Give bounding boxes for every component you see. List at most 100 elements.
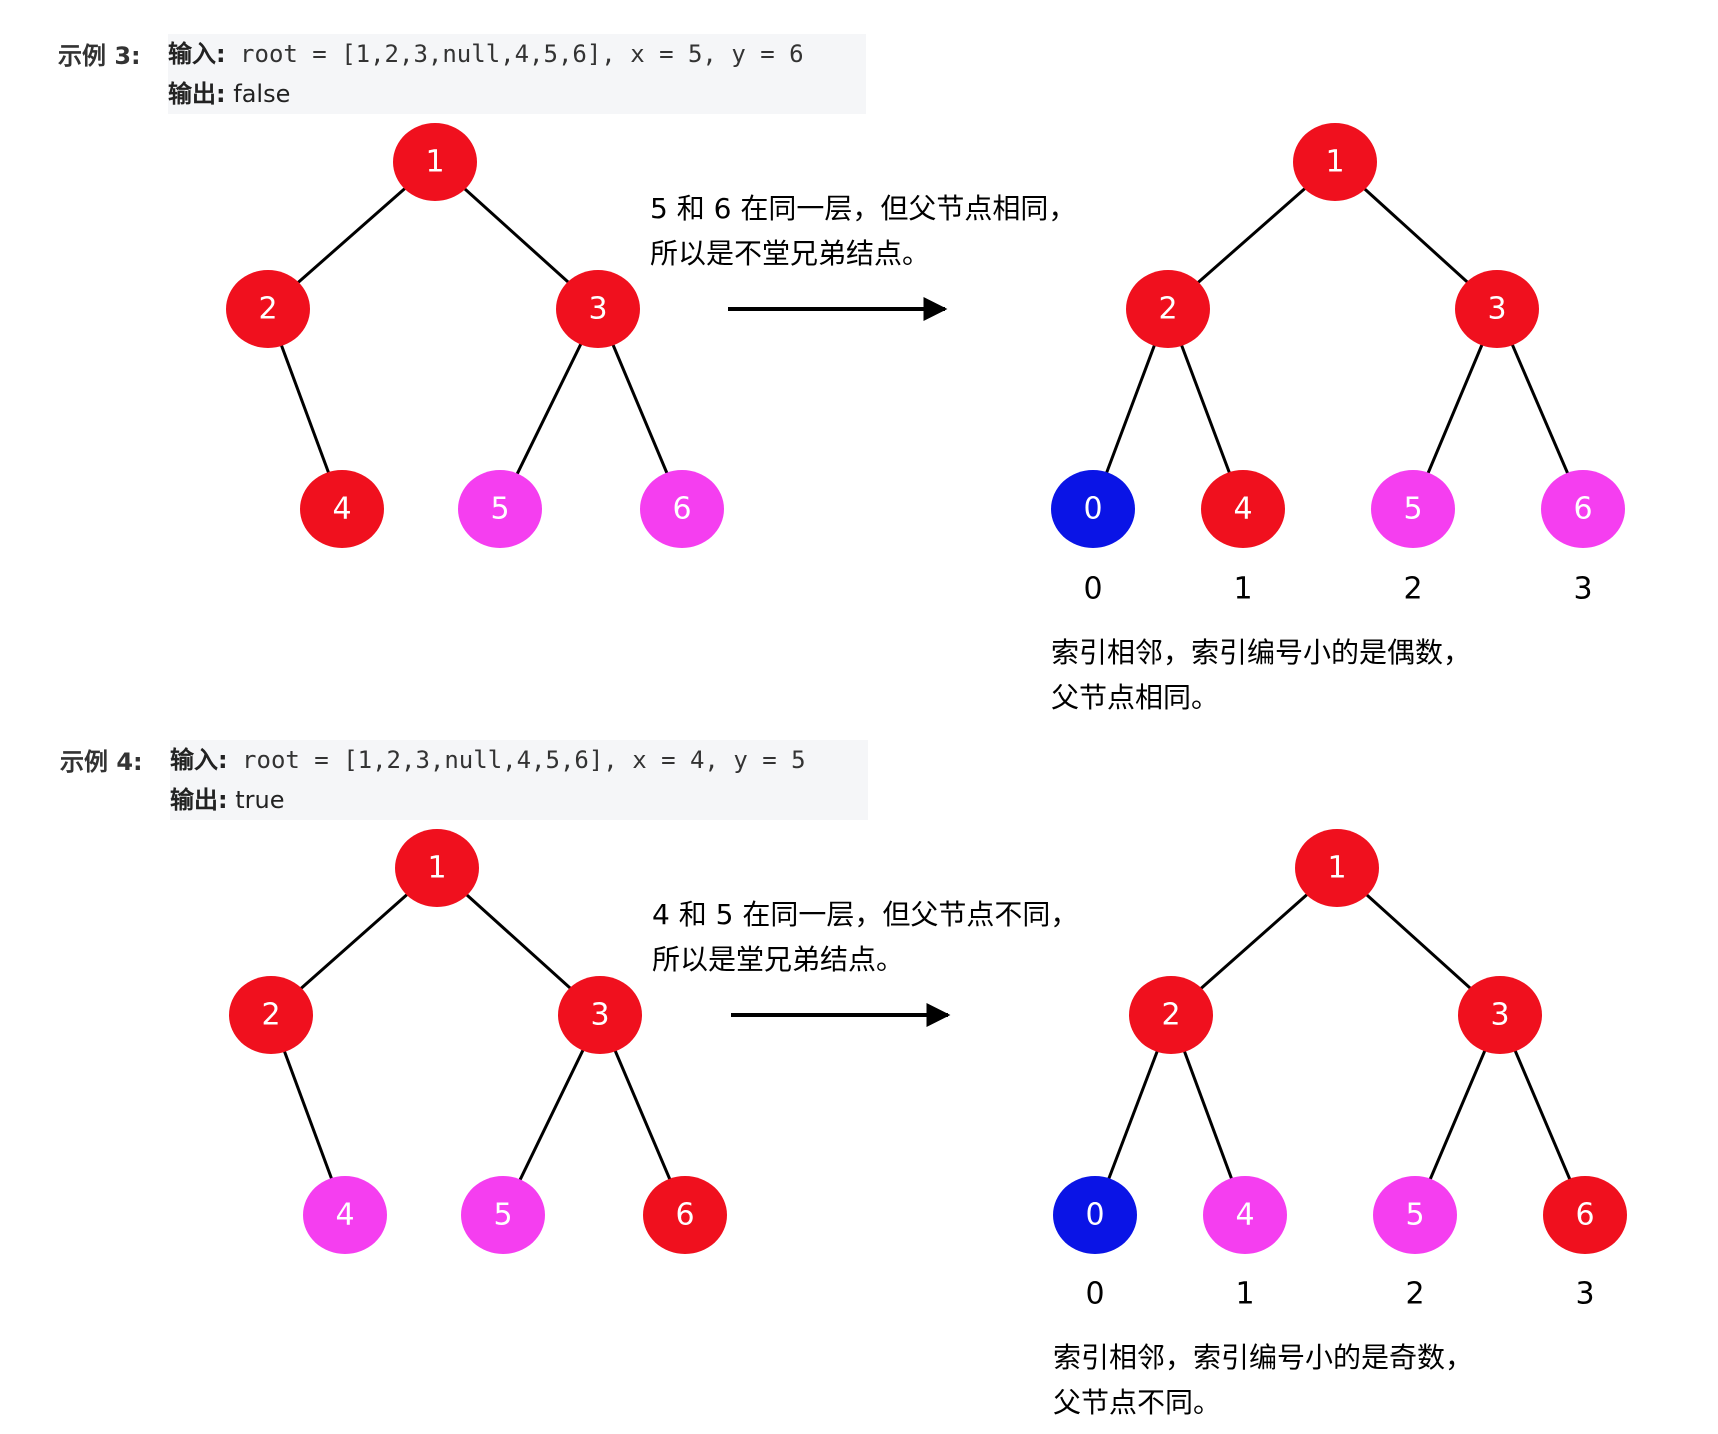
tree-node-value: 1: [425, 145, 444, 180]
tree-node-value: 6: [675, 1198, 694, 1233]
tree-node-value: 2: [258, 292, 277, 327]
example-4-code-block: 输入: root = [1,2,3,null,4,5,6], x = 4, y …: [170, 740, 868, 820]
tree-node-leaf: 6: [1541, 470, 1625, 548]
tree-node-circle: [643, 1176, 727, 1254]
index-label: 1: [1235, 1277, 1254, 1312]
tree-node-right: 3: [556, 270, 640, 348]
example-4-note-line-2: 所以是堂兄弟结点。: [652, 943, 904, 976]
example-3-note-line-1: 5 和 6 在同一层，但父节点相同，: [650, 192, 1076, 225]
tree-node-circle: [300, 470, 384, 548]
tree-node-value: 1: [1325, 145, 1344, 180]
tree-node-value: 3: [1490, 998, 1509, 1033]
example-3-left-tree: 1 2 3 4 5 6: [226, 123, 724, 548]
tree-node-value: 1: [427, 851, 446, 886]
tree-node-value: 4: [335, 1198, 354, 1233]
tree-node-circle: [1373, 1176, 1457, 1254]
tree-node-value: 5: [1405, 1198, 1424, 1233]
tree-node-value: 0: [1085, 1198, 1104, 1233]
tree-node-circle: [229, 976, 313, 1054]
tree-node-value: 2: [261, 998, 280, 1033]
example-3-note-line-2: 所以是不堂兄弟结点。: [650, 237, 930, 270]
example-4-label: 示例 4:: [60, 748, 143, 776]
index-label: 1: [1233, 572, 1252, 607]
tree-node-leaf: 4: [1201, 470, 1285, 548]
tree-node-value: 6: [1575, 1198, 1594, 1233]
tree-node-circle: [1541, 470, 1625, 548]
tree-node-value: 4: [332, 492, 351, 527]
tree-node-root: 1: [1295, 829, 1379, 907]
tree-node-leaf: 5: [1371, 470, 1455, 548]
input-code: root = [1,2,3,null,4,5,6], x = 4, y = 5: [227, 746, 806, 774]
example-3-caption-line-1: 索引相邻，索引编号小的是偶数，: [1051, 636, 1471, 669]
index-label: 3: [1573, 572, 1592, 607]
tree-node-circle: [395, 829, 479, 907]
tree-node-leaf: 5: [461, 1176, 545, 1254]
tree-node-circle: [303, 1176, 387, 1254]
tree-node-circle: [1051, 470, 1135, 548]
example-4-input-row: 输入: root = [1,2,3,null,4,5,6], x = 4, y …: [170, 740, 868, 780]
tree-node-leaf: 6: [643, 1176, 727, 1254]
index-label: 0: [1083, 572, 1102, 607]
tree-node-value: 4: [1235, 1198, 1254, 1233]
example-3-code-block: 输入: root = [1,2,3,null,4,5,6], x = 5, y …: [168, 34, 866, 114]
tree-node-value: 3: [590, 998, 609, 1033]
tree-node-value: 4: [1233, 492, 1252, 527]
tree-node-value: 3: [588, 292, 607, 327]
tree-node-right: 3: [1458, 976, 1542, 1054]
tree-node-circle: [458, 470, 542, 548]
tree-node-leaf: 4: [303, 1176, 387, 1254]
tree-node-circle: [1053, 1176, 1137, 1254]
index-label: 2: [1403, 572, 1422, 607]
tree-node-leaf: 5: [458, 470, 542, 548]
tree-node-circle: [1371, 470, 1455, 548]
tree-node-circle: [556, 270, 640, 348]
example-4-left-tree: 1 2 3 4 5 6: [229, 829, 727, 1254]
output-key: 输出:: [170, 786, 228, 814]
input-code: root = [1,2,3,null,4,5,6], x = 5, y = 6: [225, 40, 804, 68]
tree-node-left: 2: [226, 270, 310, 348]
tree-node-root: 1: [1293, 123, 1377, 201]
tree-node-circle: [1458, 976, 1542, 1054]
tree-node-root: 1: [395, 829, 479, 907]
tree-node-leaf: 4: [300, 470, 384, 548]
output-value: true: [227, 786, 285, 814]
index-label: 2: [1405, 1277, 1424, 1312]
tree-node-left: 2: [1126, 270, 1210, 348]
example-3-right-tree: 1 2 3 0 4 5 6 0 1 2 3: [1051, 123, 1625, 607]
tree-node-circle: [1295, 829, 1379, 907]
tree-node-value: 5: [493, 1198, 512, 1233]
tree-node-circle: [1293, 123, 1377, 201]
tree-node-value: 6: [1573, 492, 1592, 527]
input-key: 输入:: [170, 746, 228, 774]
example-3-input-row: 输入: root = [1,2,3,null,4,5,6], x = 5, y …: [168, 34, 866, 74]
example-4-note-line-1: 4 和 5 在同一层，但父节点不同，: [652, 898, 1078, 931]
tree-node-left: 2: [1129, 976, 1213, 1054]
tree-node-circle: [640, 470, 724, 548]
tree-node-value: 5: [490, 492, 509, 527]
tree-node-value: 6: [672, 492, 691, 527]
tree-node-value: 5: [1403, 492, 1422, 527]
tree-node-right: 3: [558, 976, 642, 1054]
tree-node-circle: [558, 976, 642, 1054]
tree-node-circle: [1203, 1176, 1287, 1254]
tree-node-value: 3: [1487, 292, 1506, 327]
output-value: false: [225, 80, 291, 108]
output-key: 输出:: [168, 80, 226, 108]
index-label: 3: [1575, 1277, 1594, 1312]
tree-node-circle: [1201, 470, 1285, 548]
tree-node-circle: [1129, 976, 1213, 1054]
tree-node-right: 3: [1455, 270, 1539, 348]
example-4-output-row: 输出: true: [170, 780, 868, 820]
tree-node-circle: [1455, 270, 1539, 348]
tree-node-value: 2: [1161, 998, 1180, 1033]
tree-node-circle: [461, 1176, 545, 1254]
tree-node-placeholder: 0: [1051, 470, 1135, 548]
example-4-right-tree: 1 2 3 0 4 5 6 0 1 2 3: [1053, 829, 1627, 1312]
example-3-label: 示例 3:: [58, 42, 141, 70]
tree-node-value: 1: [1327, 851, 1346, 886]
tree-node-leaf: 6: [1543, 1176, 1627, 1254]
example-3-caption-line-2: 父节点相同。: [1051, 681, 1219, 714]
tree-node-value: 2: [1158, 292, 1177, 327]
tree-node-leaf: 6: [640, 470, 724, 548]
